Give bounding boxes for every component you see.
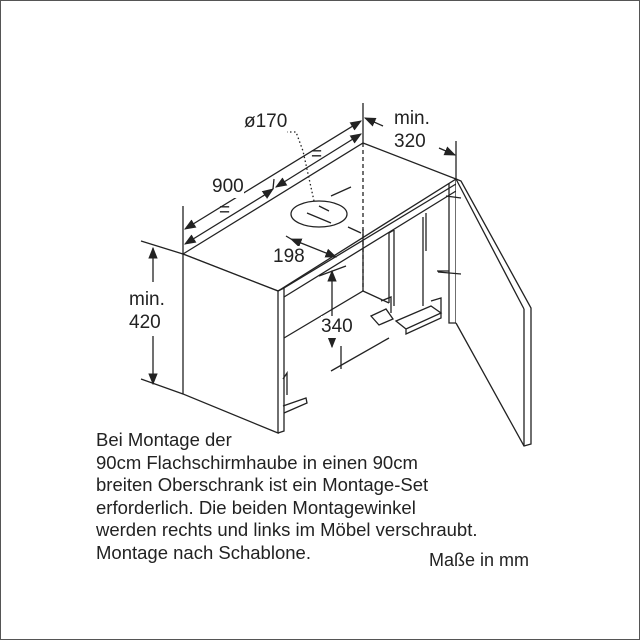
note-line: erforderlich. Die beiden Montagewinkel (96, 496, 416, 518)
units-label: Maße in mm (429, 550, 530, 570)
cabinet-door (455, 178, 532, 447)
width-label: 900 (212, 176, 244, 198)
mounting-bracket-right (369, 296, 394, 326)
note-line: Montage nach Schablone. (96, 541, 311, 563)
equal-mark-right: = (311, 144, 323, 165)
note-line: breiten Oberschrank ist ein Montage-Set (96, 474, 429, 495)
installation-note: Bei Montage der 90cm Flachschirmhaube in… (96, 429, 477, 564)
note-line: 90cm Flachschirmhaube in einen 90cm (96, 451, 418, 473)
note-line: werden rechts und links im Möbel verschr… (96, 519, 478, 540)
equal-mark-left: = (219, 200, 231, 221)
depth-min-label: min. (394, 108, 430, 130)
depth-min-value: 320 (394, 131, 426, 153)
diameter-label: ø170 (244, 111, 288, 133)
offset-label: 198 (273, 246, 305, 268)
cabinet-right-side (448, 179, 457, 324)
inner-height-label: 340 (321, 316, 353, 338)
duct-opening (290, 200, 348, 228)
note-line: Bei Montage der (96, 429, 232, 450)
height-min-label: min. (129, 289, 165, 311)
height-min-value: 420 (129, 312, 161, 334)
